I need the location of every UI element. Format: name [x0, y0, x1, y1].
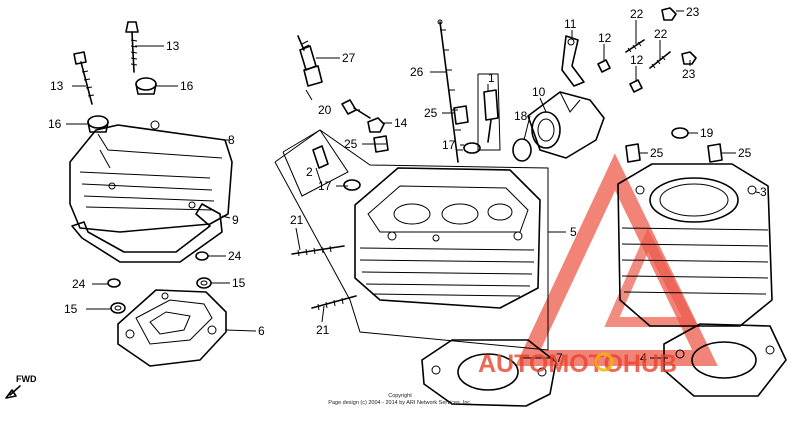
- oring-17-right: [463, 142, 481, 154]
- part-label-23b: 23: [682, 67, 696, 81]
- part-label-21a: 21: [290, 213, 304, 227]
- part-label-27: 27: [342, 51, 356, 65]
- part-label-17a: 17: [442, 138, 456, 152]
- part-label-19: 19: [700, 126, 714, 140]
- part-label-22b: 22: [654, 27, 668, 41]
- bracket-11: [561, 35, 585, 87]
- part-label-15b: 15: [64, 302, 78, 316]
- part-label-25a: 25: [424, 106, 438, 120]
- cylinder-base-gasket: [663, 323, 787, 397]
- part-label-23a: 23: [686, 5, 700, 19]
- nut-23-upper: [661, 7, 677, 21]
- part-label-11: 11: [564, 17, 577, 31]
- watermark-logo: [515, 153, 718, 366]
- cylinder: [617, 163, 773, 327]
- part-label-10: 10: [532, 85, 546, 99]
- watermark-text-group: AUTOMOTOHUB: [478, 350, 677, 378]
- part-label-13a: 13: [166, 39, 180, 53]
- grommet-16-upper: [135, 77, 157, 95]
- valve-1-bracket: [477, 73, 501, 151]
- part-label-12b: 12: [630, 53, 644, 67]
- collar-25-upper: [453, 105, 469, 125]
- part-label-25c: 25: [650, 146, 664, 160]
- stud-22-left: [625, 39, 645, 53]
- copyright-line-2: Page design (c) 2004 - 2014 by ARI Netwo…: [328, 400, 472, 406]
- ring-24-left: [107, 278, 121, 288]
- part-label-12a: 12: [598, 31, 612, 45]
- part-label-24b: 24: [72, 277, 86, 291]
- bolt-20: [341, 99, 371, 119]
- part-label-26: 26: [410, 65, 424, 79]
- oring-17-left: [343, 179, 361, 191]
- stud-21-upper: [291, 245, 345, 257]
- dowel-25-right: [707, 143, 723, 163]
- leader-lines: [66, 10, 761, 359]
- part-label-21b: 21: [316, 323, 330, 337]
- part-label-20: 20: [318, 103, 332, 117]
- grommet-16-left: [87, 115, 109, 133]
- fwd-arrow: FWD: [5, 374, 37, 399]
- part-label-16a: 16: [180, 79, 194, 93]
- spark-plug: [297, 35, 323, 101]
- bolt-12-upper: [597, 59, 611, 73]
- part-label-6: 6: [258, 324, 265, 338]
- part-label-8: 8: [228, 133, 235, 147]
- bolt-13-upper: [125, 21, 139, 73]
- part-label-14: 14: [394, 116, 408, 130]
- valve-assembly-2: [282, 129, 349, 197]
- collar-25-center: [373, 135, 389, 153]
- part-label-18: 18: [514, 109, 528, 123]
- bolt-12-lower: [629, 79, 643, 93]
- part-label-9: 9: [232, 213, 239, 227]
- cylinder-head-cover: [69, 120, 233, 233]
- part-label-7: 7: [556, 351, 563, 365]
- part-labels: 1 2 3 4 5 6 7 8 9 10 11 12 12 13 13 14 1…: [48, 5, 767, 365]
- stud-21-lower: [311, 295, 357, 311]
- part-label-1: 1: [488, 71, 495, 85]
- collar-19: [671, 127, 689, 139]
- part-label-5: 5: [570, 225, 577, 239]
- washer-15-right: [196, 277, 212, 289]
- fwd-label: FWD: [16, 374, 37, 384]
- part-label-4: 4: [640, 351, 647, 365]
- part-label-25b: 25: [344, 137, 358, 151]
- washer-15-left: [110, 302, 126, 314]
- copyright-line-1: Copyright: [388, 393, 412, 399]
- cylinder-head: [354, 167, 541, 309]
- part-label-15a: 15: [232, 276, 246, 290]
- watermark-text: AUTOMOTOHUB: [478, 350, 677, 378]
- copyright: Copyright Page design (c) 2004 - 2014 by…: [328, 393, 472, 406]
- part-label-25d: 25: [738, 146, 752, 160]
- camshaft-holder: [117, 289, 227, 367]
- bolt-13-left: [73, 51, 95, 105]
- part-label-17b: 17: [318, 179, 332, 193]
- ring-24-right: [195, 251, 209, 261]
- part-label-22a: 22: [630, 7, 644, 21]
- part-label-3: 3: [760, 185, 767, 199]
- part-label-13b: 13: [50, 79, 64, 93]
- intake-pipe: [527, 91, 605, 159]
- nut-23-lower: [681, 51, 697, 65]
- head-gasket: [421, 339, 557, 407]
- nut-14: [367, 117, 385, 133]
- cover-gasket: [71, 203, 223, 263]
- cylinder-head-assembly-box: [274, 129, 566, 351]
- dowel-25-left: [625, 143, 641, 163]
- part-label-24a: 24: [228, 249, 242, 263]
- part-label-2: 2: [306, 165, 313, 179]
- oring-18: [512, 138, 532, 162]
- part-label-16b: 16: [48, 117, 62, 131]
